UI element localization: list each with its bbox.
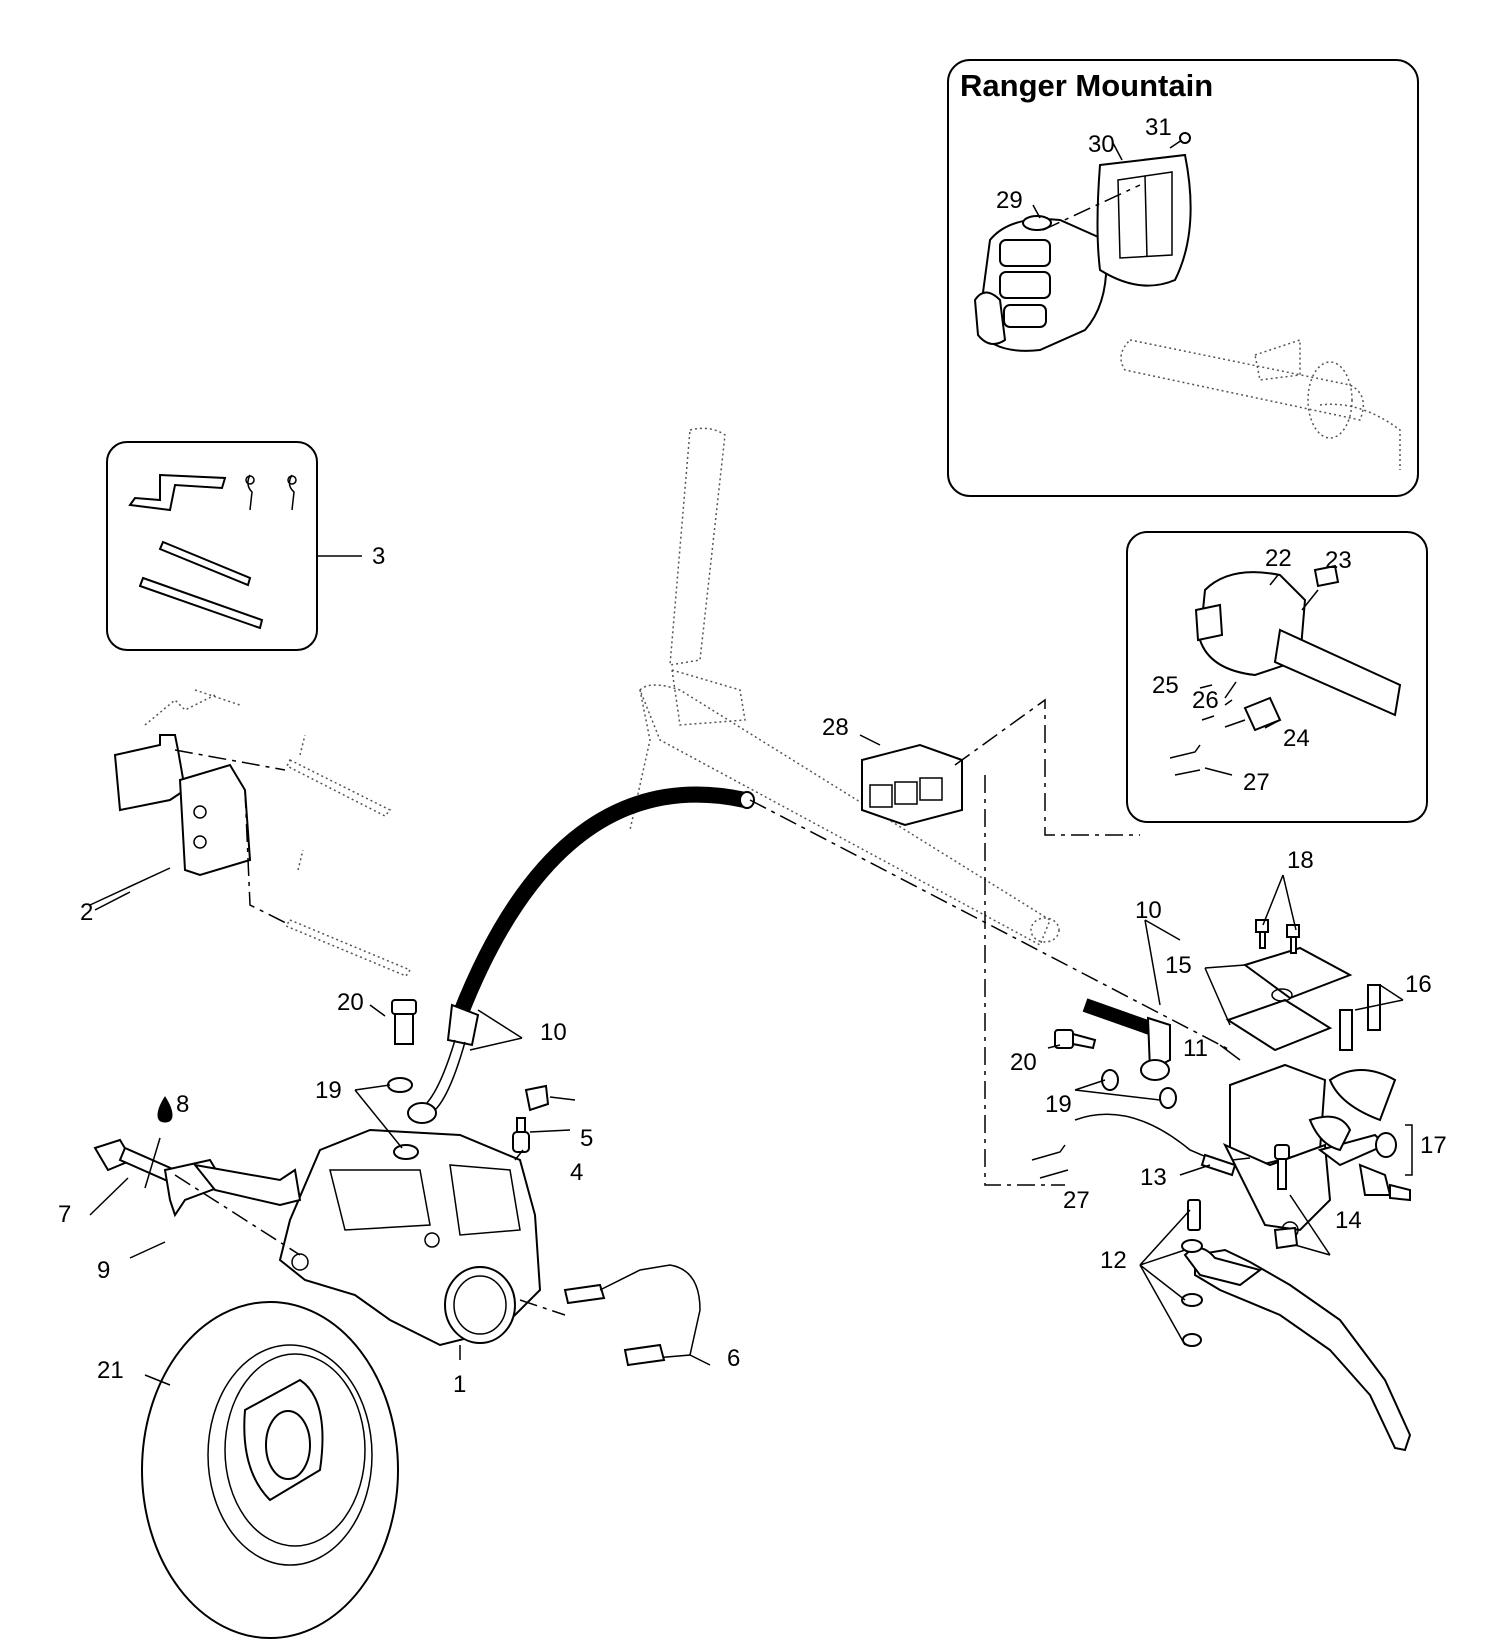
label-20-left: 20 (337, 989, 364, 1016)
label-1: 1 (453, 1371, 466, 1398)
pivot-parts-17 (1358, 1124, 1413, 1202)
label-21: 21 (97, 1357, 124, 1384)
callout-labels: 1 2 3 4 5 6 7 8 9 10 10 11 12 13 14 15 1… (58, 114, 1447, 1398)
hose-end-right (1082, 998, 1171, 1081)
bolt-7 (93, 1138, 177, 1184)
bolt-14 (1273, 1144, 1299, 1250)
screws-18 (1255, 919, 1300, 954)
label-18: 18 (1287, 847, 1314, 874)
inset-title: Ranger Mountain (960, 68, 1213, 103)
label-15: 15 (1165, 952, 1192, 979)
brake-line-6 (519, 1264, 701, 1367)
label-20-right: 20 (1010, 1049, 1037, 1076)
pin-kit-box (106, 441, 362, 651)
label-5: 5 (580, 1125, 593, 1152)
caliper-assembly (278, 1128, 542, 1347)
ranger-mountain-inset: Ranger Mountain (947, 59, 1419, 497)
bleeder-cap-5 (524, 1084, 550, 1112)
label-24: 24 (1283, 725, 1310, 752)
label-12: 12 (1100, 1247, 1127, 1274)
decal-23 (1313, 564, 1340, 588)
spring-clip-9 (163, 1158, 302, 1218)
banjo-bolt-20-right (1054, 1029, 1097, 1050)
hose-route-line (749, 799, 1231, 1051)
label-29: 29 (996, 187, 1023, 214)
hand-warmer-switch-box (1126, 531, 1428, 823)
banjo-bolt-20-left (391, 999, 417, 1045)
label-4: 4 (570, 1159, 583, 1186)
label-25: 25 (1152, 672, 1179, 699)
label-8: 8 (176, 1091, 189, 1118)
terminals-27-right (1031, 1144, 1069, 1179)
bolt-line (174, 1174, 301, 1256)
label-19-right: 19 (1045, 1091, 1072, 1118)
switch-cover-30 (1096, 153, 1192, 287)
washer-19-left-upper (387, 1077, 413, 1093)
label-11: 11 (1183, 1035, 1208, 1062)
brake-lever-12 (1181, 1199, 1412, 1452)
cable-13 (1074, 1113, 1251, 1177)
clamp-16 (1328, 984, 1397, 1122)
handlebar-ghost-main (629, 427, 1060, 947)
screw-31 (1169, 132, 1191, 149)
label-14: 14 (1335, 1207, 1362, 1234)
assembly-line (1042, 184, 1141, 231)
label-7: 7 (58, 1201, 71, 1228)
brake-hose (407, 786, 755, 1124)
brake-pads (89, 689, 412, 977)
bleeder-valve-4 (512, 1117, 530, 1153)
reservoir-cover-15 (1225, 946, 1353, 1052)
label-31: 31 (1145, 114, 1172, 141)
washer-19-left-lower (393, 1144, 419, 1160)
label-2: 2 (80, 899, 93, 926)
oil-drop-icon (157, 1096, 173, 1123)
brake-disc-21 (141, 1301, 399, 1639)
label-19-left: 19 (315, 1077, 342, 1104)
label-6: 6 (727, 1345, 740, 1372)
label-16: 16 (1405, 971, 1432, 998)
label-3: 3 (372, 543, 385, 570)
label-9: 9 (97, 1257, 110, 1284)
washer-19-right-2 (1159, 1087, 1177, 1109)
switch-housing-29 (973, 215, 1108, 352)
washer-19-right-1 (1101, 1069, 1119, 1091)
leader-lines (89, 574, 1404, 1386)
label-17: 17 (1420, 1132, 1447, 1159)
label-23: 23 (1325, 547, 1352, 574)
label-13: 13 (1140, 1164, 1167, 1191)
label-10-right: 10 (1135, 897, 1162, 924)
label-30: 30 (1088, 131, 1115, 158)
connector-28 (861, 743, 963, 827)
label-28: 28 (822, 714, 849, 741)
label-22: 22 (1265, 545, 1292, 572)
handlebar-ghost (1120, 338, 1401, 470)
label-27-right: 27 (1063, 1187, 1090, 1214)
label-27-box: 27 (1243, 769, 1270, 796)
label-26: 26 (1192, 687, 1219, 714)
label-10-left: 10 (540, 1019, 567, 1046)
switch-24 (1243, 696, 1282, 732)
